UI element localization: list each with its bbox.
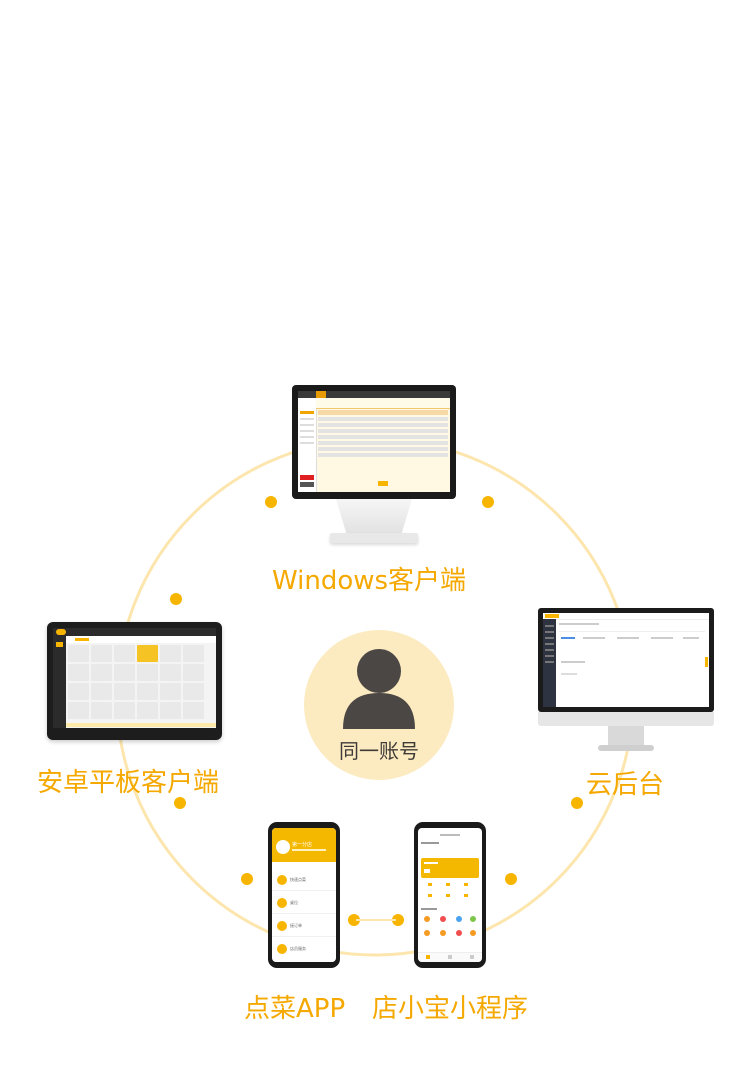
app-title: 第一分店: [292, 842, 313, 848]
app-label: 点菜APP: [244, 994, 346, 1024]
app-menu-2[interactable]: 桌位: [272, 893, 336, 914]
windows-terminal: [292, 385, 456, 550]
mini-program-phone: [414, 822, 486, 968]
ring-dot: [170, 593, 182, 605]
cloud-label: 云后台: [586, 770, 665, 800]
ring-dot: [505, 873, 517, 885]
terminal-base: [330, 533, 418, 543]
android-tablet-label: 安卓平板客户端: [37, 768, 220, 798]
ring-dot: [392, 914, 404, 926]
cloud-monitor: [538, 608, 714, 756]
monitor-foot: [598, 745, 654, 751]
ring-dot: [241, 873, 253, 885]
app-phone-display: 第一分店 快速点菜 桌位 接订单 店员服务: [272, 828, 336, 962]
mini-program-display: [418, 828, 482, 962]
account-label: 同一账号: [339, 739, 419, 763]
monitor-neck: [608, 726, 644, 746]
ring-dot: [174, 797, 186, 809]
tablet-display: [53, 628, 216, 734]
mini-program-label: 店小宝小程序: [372, 994, 529, 1024]
app-menu-3[interactable]: 接订单: [272, 916, 336, 937]
ring-dot: [265, 496, 277, 508]
terminal-display: [298, 391, 450, 492]
terminal-stand: [336, 499, 412, 537]
android-tablet: [47, 622, 222, 740]
app-phone: 第一分店 快速点菜 桌位 接订单 店员服务: [268, 822, 340, 968]
app-avatar: [276, 840, 290, 854]
monitor-display: [543, 613, 709, 707]
windows-label: Windows客户端: [272, 566, 467, 596]
user-icon: [343, 649, 415, 729]
app-menu-1[interactable]: 快速点菜: [272, 870, 336, 891]
app-menu-4[interactable]: 店员服务: [272, 939, 336, 959]
phone-connector: [356, 919, 396, 921]
ring-dot: [482, 496, 494, 508]
ring-dot: [571, 797, 583, 809]
ring-dot: [348, 914, 360, 926]
monitor-chin: [538, 712, 714, 726]
